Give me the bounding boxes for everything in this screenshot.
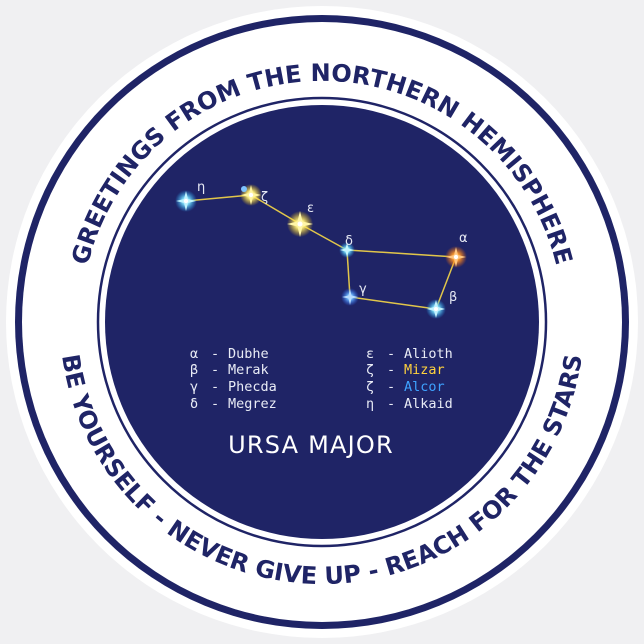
legend-left: α - Dubhe β - Merak γ - Phecda δ - Megre… <box>190 346 277 412</box>
line-gamma-beta <box>349 296 437 310</box>
label-alpha: α <box>459 231 468 246</box>
legend-item: α - Dubhe <box>190 346 269 362</box>
star-merak-icon <box>426 299 446 319</box>
star-dubhe-icon <box>445 246 467 268</box>
legend-item: ζ - Alcor <box>366 379 445 395</box>
legend-item: γ - Phecda <box>190 379 277 395</box>
legend-item: ε - Alioth <box>366 346 453 362</box>
inner-thin-ring <box>96 96 548 548</box>
legend-item: ζ - Mizar <box>366 362 445 378</box>
label-zeta: ζ <box>261 190 268 205</box>
label-epsilon: ε <box>307 201 314 216</box>
legend-item: η - Alkaid <box>366 396 453 412</box>
legend-right: ε - Alioth ζ - Mizar ζ - Alcor η - Alkai… <box>366 346 453 412</box>
star-mizar-icon <box>240 184 262 206</box>
label-gamma: γ <box>359 282 367 297</box>
badge-rings <box>6 6 638 638</box>
legend-item: β - Merak <box>190 362 269 378</box>
constellation-title: URSA MAJOR <box>228 431 394 459</box>
star-phecda-icon <box>341 288 359 306</box>
line-delta-alpha <box>346 249 457 258</box>
star-alioth-icon <box>287 211 313 237</box>
legend-item: δ - Megrez <box>190 396 277 412</box>
star-megrez-icon <box>339 242 355 258</box>
label-beta: β <box>449 290 457 305</box>
star-alkaid-icon <box>175 190 197 212</box>
center-disc <box>105 105 539 539</box>
label-eta: η <box>197 180 205 195</box>
label-delta: δ <box>345 234 353 249</box>
